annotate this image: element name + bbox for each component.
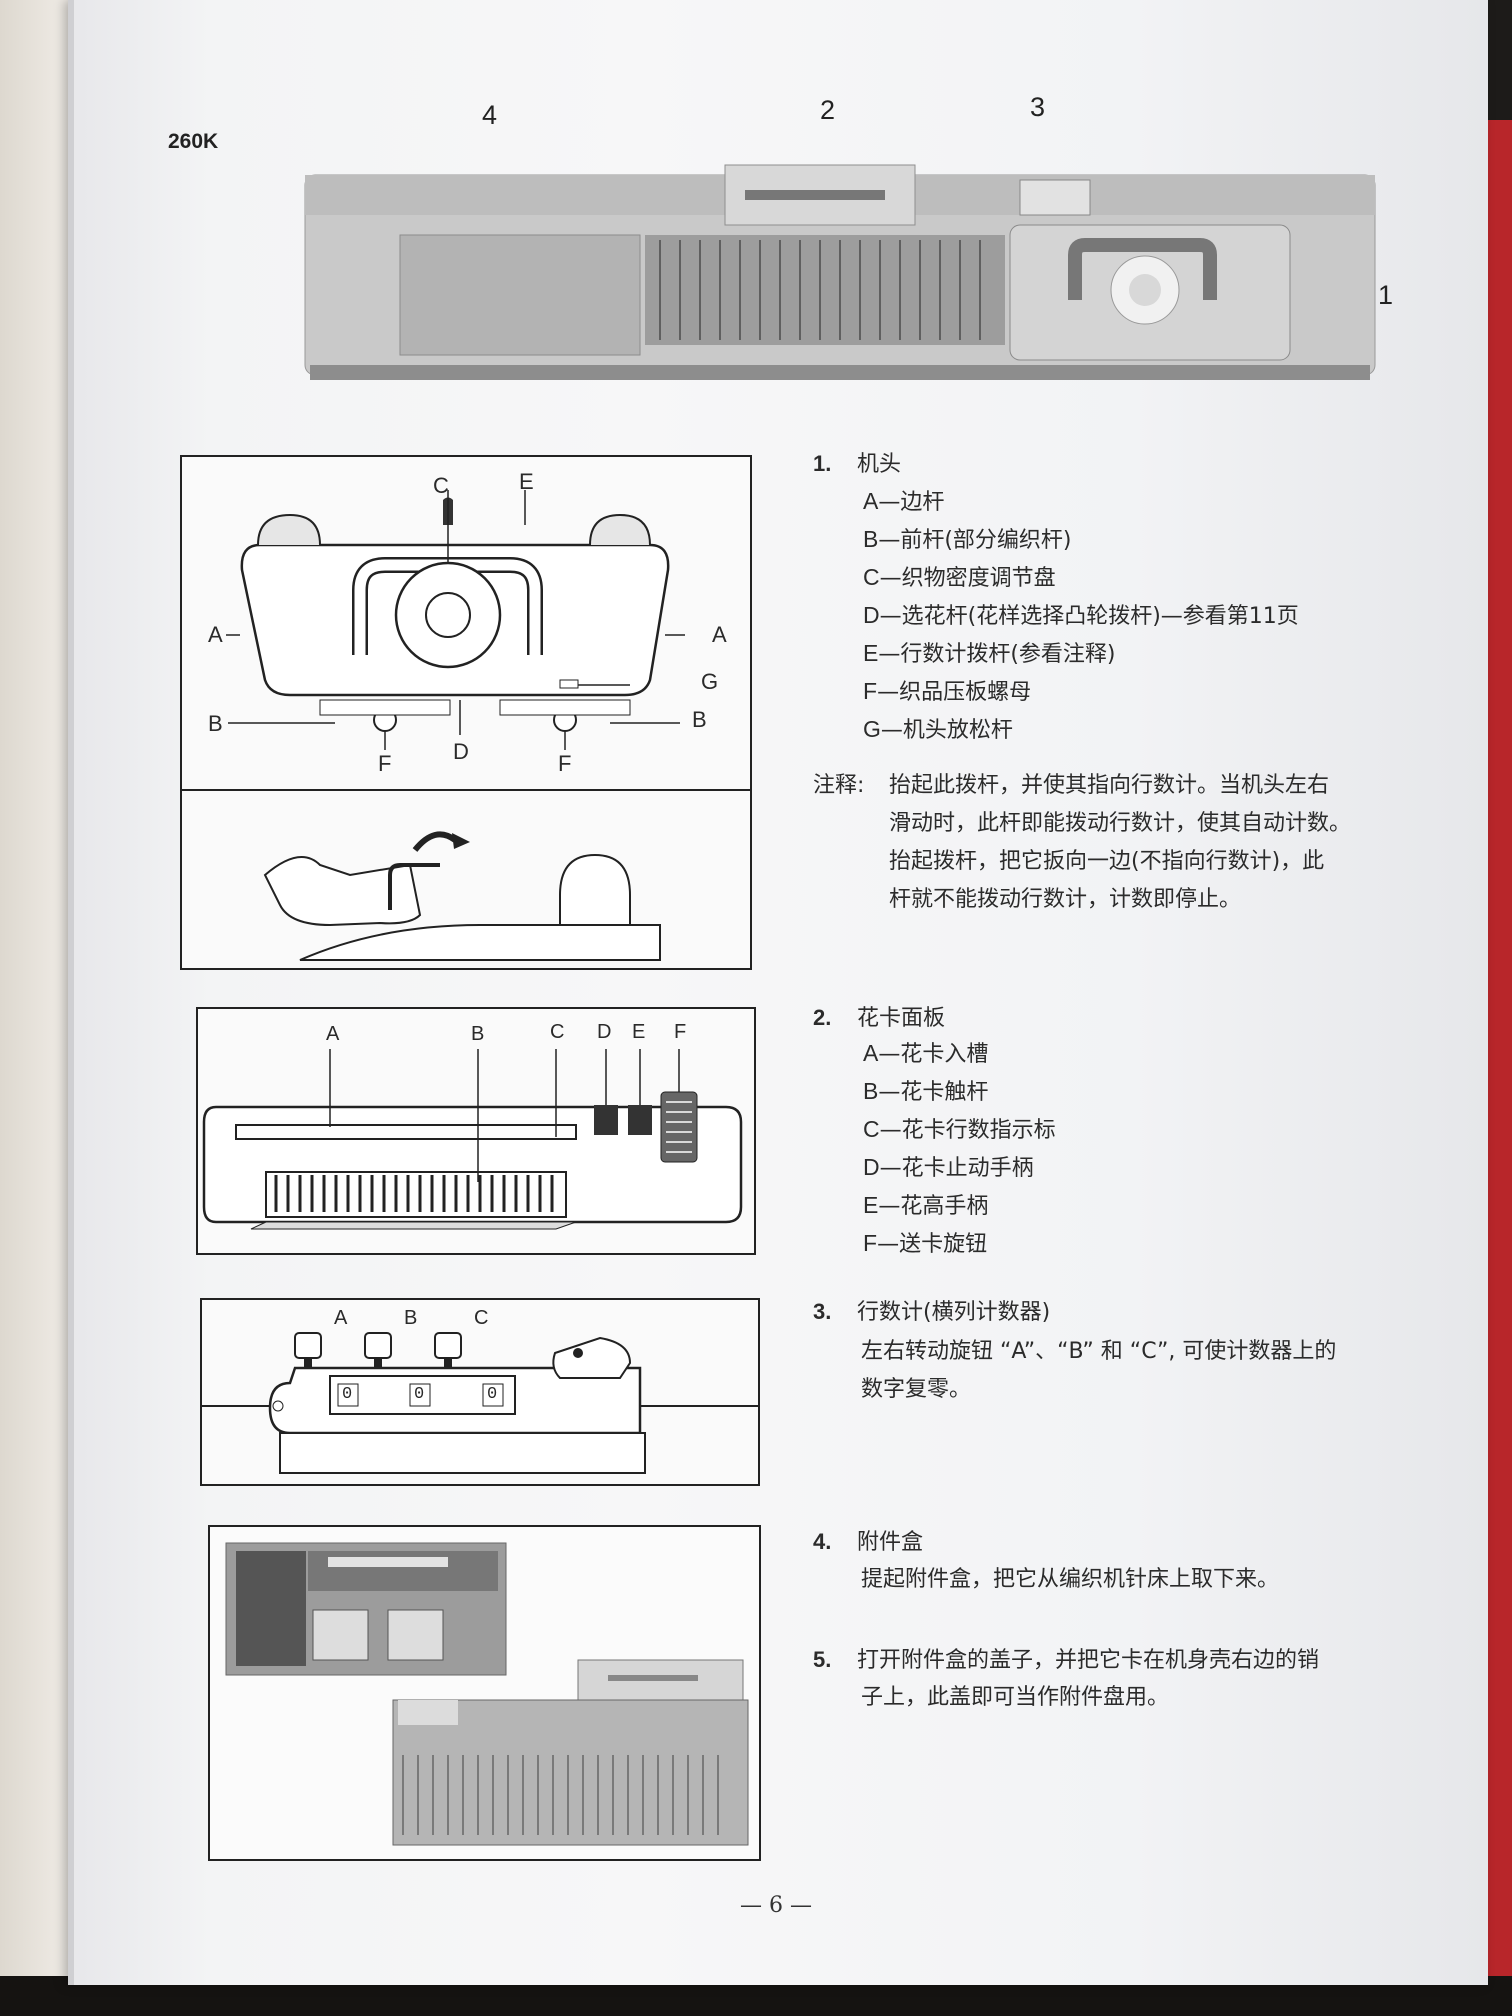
list-item: D—选花杆(花样选择凸轮拨杆)—参看第11页 <box>863 602 1299 629</box>
list-item: C—花卡行数指示标 <box>863 1116 1056 1143</box>
fig3-label-c: C <box>474 1307 489 1329</box>
list-item: E—行数计拨杆(参看注释) <box>863 640 1116 667</box>
fig1-label-a-left: A <box>208 622 223 647</box>
fig2-label-e: E <box>632 1021 646 1043</box>
counter-digit-2: 0 <box>414 1385 425 1404</box>
note-line-1: 抬起此拨杆，并使其指向行数计。当机头左右 <box>889 773 1330 798</box>
list-item: E—花高手柄 <box>863 1192 989 1219</box>
section-4-line-1: 提起附件盒，把它从编织机针床上取下来。 <box>861 1567 1280 1592</box>
knitting-machine-photo <box>300 155 1380 385</box>
section-3-line-1: 左右转动旋钮 “A”、“B” 和 “C”, 可使计数器上的 <box>861 1339 1337 1364</box>
fig2-label-f: F <box>674 1021 687 1043</box>
list-item: C—织物密度调节盘 <box>863 564 1056 591</box>
fig3-label-a: A <box>334 1307 348 1329</box>
fig1-label-e: E <box>519 469 534 494</box>
counter-digit-3: 0 <box>487 1385 498 1404</box>
callout-4: 4 <box>482 100 498 130</box>
section-2-number: 2. <box>813 1005 832 1030</box>
carriage-diagram: C E A A B B F D F G <box>180 455 752 970</box>
list-item: B—前杆(部分编织杆) <box>863 526 1072 553</box>
model-number: 260K <box>168 130 219 153</box>
page-gutter <box>68 0 74 1985</box>
section-3-heading: 3. 行数计(横列计数器) <box>813 1296 1413 1329</box>
fig1-label-b-right: B <box>692 707 707 732</box>
section-1: 1. 机头 A—边杆 B—前杆(部分编织杆) C—织物密度调节盘 D—选花杆(花样… <box>813 448 1413 919</box>
counter-digit-1: 0 <box>342 1385 353 1404</box>
section-3-title: 行数计(横列计数器) <box>857 1300 1051 1325</box>
section-4-number: 4. <box>813 1529 832 1554</box>
list-item: G—机头放松杆 <box>863 716 1013 743</box>
section-1-number: 1. <box>813 451 832 476</box>
fig2-label-b: B <box>471 1023 485 1045</box>
note-label: 注释: <box>813 773 865 798</box>
fig1-label-f-right: F <box>558 751 572 776</box>
section-3-line-2: 数字复零。 <box>861 1377 972 1402</box>
section-2-heading: 2. 花卡面板 <box>813 1002 1413 1035</box>
section-1-heading: 1. 机头 <box>813 448 1413 481</box>
list-item: F—织品压板螺母 <box>863 678 1032 705</box>
section-1-title: 机头 <box>857 452 902 477</box>
note-line-4: 杆就不能拨动行数计，计数即停止。 <box>889 887 1242 912</box>
card-panel-diagram: A B C D E F <box>196 1007 756 1255</box>
fig1-label-b-left: B <box>208 711 223 736</box>
accessory-box-photo <box>208 1525 761 1861</box>
section-4-title: 附件盒 <box>857 1530 924 1555</box>
section-3: 3. 行数计(横列计数器) 左右转动旋钮 “A”、“B” 和 “C”, 可使计数器… <box>813 1296 1413 1409</box>
row-counter-diagram: A B C 0 0 0 <box>200 1298 760 1486</box>
section-5-number: 5. <box>813 1647 832 1672</box>
list-item: F—送卡旋钮 <box>863 1230 988 1257</box>
section-4: 4. 附件盒 提起附件盒，把它从编织机针床上取下来。 <box>813 1526 1413 1599</box>
note-block: 注释: 抬起此拨杆，并使其指向行数计。当机头左右 滑动时，此杆即能拨动行数计，使其… <box>813 767 1413 919</box>
fig2-label-d: D <box>597 1021 612 1043</box>
section-2: 2.花卡面板 A—花卡入槽 B—花卡触杆 C—花卡行数指示标 D—花卡止动手柄 … <box>813 1002 1413 1263</box>
section-4-heading: 4. 附件盒 <box>813 1526 1413 1559</box>
callout-1: 1 <box>1378 280 1394 310</box>
list-item: B—花卡触杆 <box>863 1078 989 1105</box>
section-5: 5. 打开附件盒的盖子，并把它卡在机身壳右边的销 子上，此盖即可当作附件盘用。 <box>813 1644 1413 1717</box>
fig1-label-a-right: A <box>712 622 727 647</box>
fig1-label-c: C <box>433 473 449 498</box>
section-5-title: 打开附件盒的盖子，并把它卡在机身壳右边的销 <box>857 1648 1320 1673</box>
note-line-2: 滑动时，此杆即能拨动行数计，使其自动计数。 <box>889 811 1352 836</box>
fig1-label-g: G <box>701 669 719 694</box>
note-line-3: 抬起拨杆，把它扳向一边(不指向行数计)，此 <box>889 849 1325 874</box>
list-item: D—花卡止动手柄 <box>863 1154 1034 1181</box>
fig2-label-c: C <box>550 1021 565 1043</box>
fig3-label-b: B <box>404 1307 418 1329</box>
section-3-number: 3. <box>813 1299 832 1324</box>
section-5-line-1: 子上，此盖即可当作附件盘用。 <box>861 1685 1170 1710</box>
callout-2: 2 <box>820 95 836 125</box>
callout-3: 3 <box>1030 92 1046 122</box>
section-5-heading: 5. 打开附件盒的盖子，并把它卡在机身壳右边的销 <box>813 1644 1413 1677</box>
page-number: — 6 — <box>740 1893 812 1918</box>
section-2-title: 花卡面板 <box>857 1006 946 1031</box>
list-item: A—花卡入槽 <box>863 1040 989 1067</box>
fig1-label-f-left: F <box>378 751 392 776</box>
list-item: A—边杆 <box>863 488 945 515</box>
fig1-label-d: D <box>453 739 469 764</box>
fig2-label-a: A <box>326 1023 340 1045</box>
